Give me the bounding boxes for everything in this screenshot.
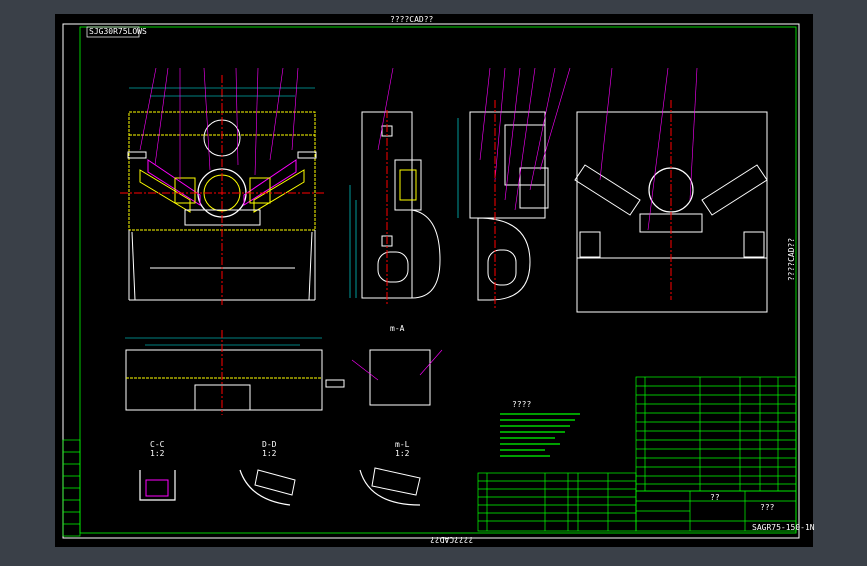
rear-view (574, 67, 768, 313)
scale-label-d-d: 1:2 (262, 449, 277, 458)
drawing-code-box (86, 26, 140, 38)
bottom-banner: ????CAD?? (430, 535, 474, 544)
outer-frame (62, 23, 800, 539)
scale-label-c-c: 1:2 (150, 449, 165, 458)
parts-list-lower (477, 472, 637, 532)
drawing-code: SJG30R75LOWS (89, 27, 147, 36)
title-block-label: ?? (710, 493, 720, 502)
side-banner: ????CAD?? (787, 237, 797, 282)
side-view-left (349, 67, 441, 305)
title-block-name: ??? (760, 503, 775, 512)
section-m-l (359, 467, 421, 506)
section-label-c-c: C-C (150, 440, 165, 449)
scale-label-m-l: 1:2 (395, 449, 410, 458)
technical-requirements (500, 413, 580, 457)
revision-strip (62, 439, 81, 537)
inner-frame (79, 26, 797, 534)
tech-req-title: ???? (512, 400, 532, 409)
detail-view-m-a (351, 349, 443, 406)
section-label-m-a: m-A (390, 324, 405, 333)
plan-view (125, 330, 345, 415)
front-view (120, 67, 325, 305)
side-view-middle (457, 67, 571, 310)
title-block-code: SAGR75-150-1N (752, 523, 815, 532)
section-d-d (239, 469, 296, 506)
section-c-c (139, 470, 176, 501)
title-block (635, 490, 797, 532)
top-banner: ????CAD?? (390, 15, 434, 24)
section-label-d-d: D-D (262, 440, 277, 449)
section-label-m-l: m-L (395, 440, 410, 449)
